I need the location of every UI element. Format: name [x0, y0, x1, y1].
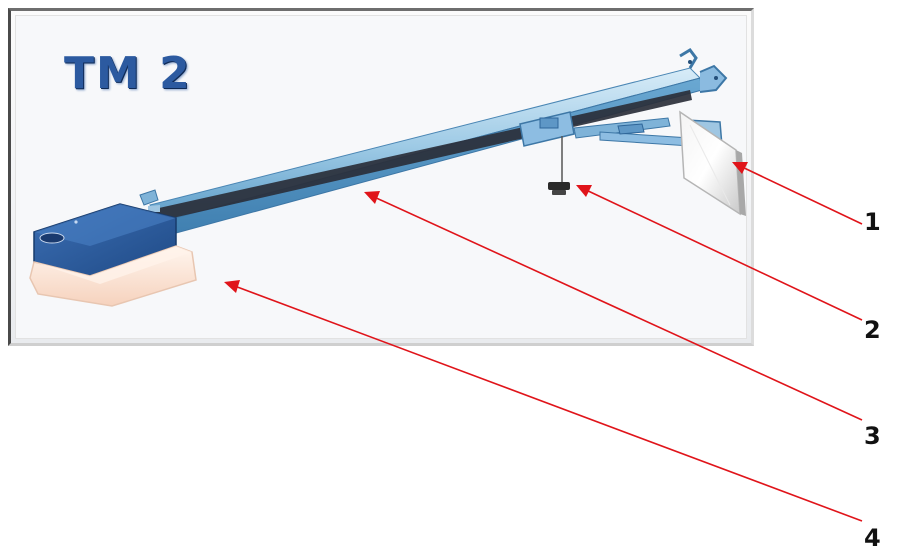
- motor-unit: [29, 203, 197, 307]
- model-title: TM 2: [64, 48, 192, 99]
- callout-arrow-2: [576, 185, 863, 321]
- callout-arrows: [224, 162, 863, 522]
- callout-number-1: 1: [864, 208, 881, 236]
- emergency-release-handle: [548, 136, 570, 195]
- callout-arrow-4: [224, 280, 863, 522]
- callout-number-3: 3: [864, 422, 881, 450]
- callout-number-2: 2: [864, 316, 881, 344]
- callout-number-4: 4: [864, 524, 881, 552]
- callout-arrow-3: [364, 191, 863, 421]
- callout-arrow-1: [732, 162, 863, 225]
